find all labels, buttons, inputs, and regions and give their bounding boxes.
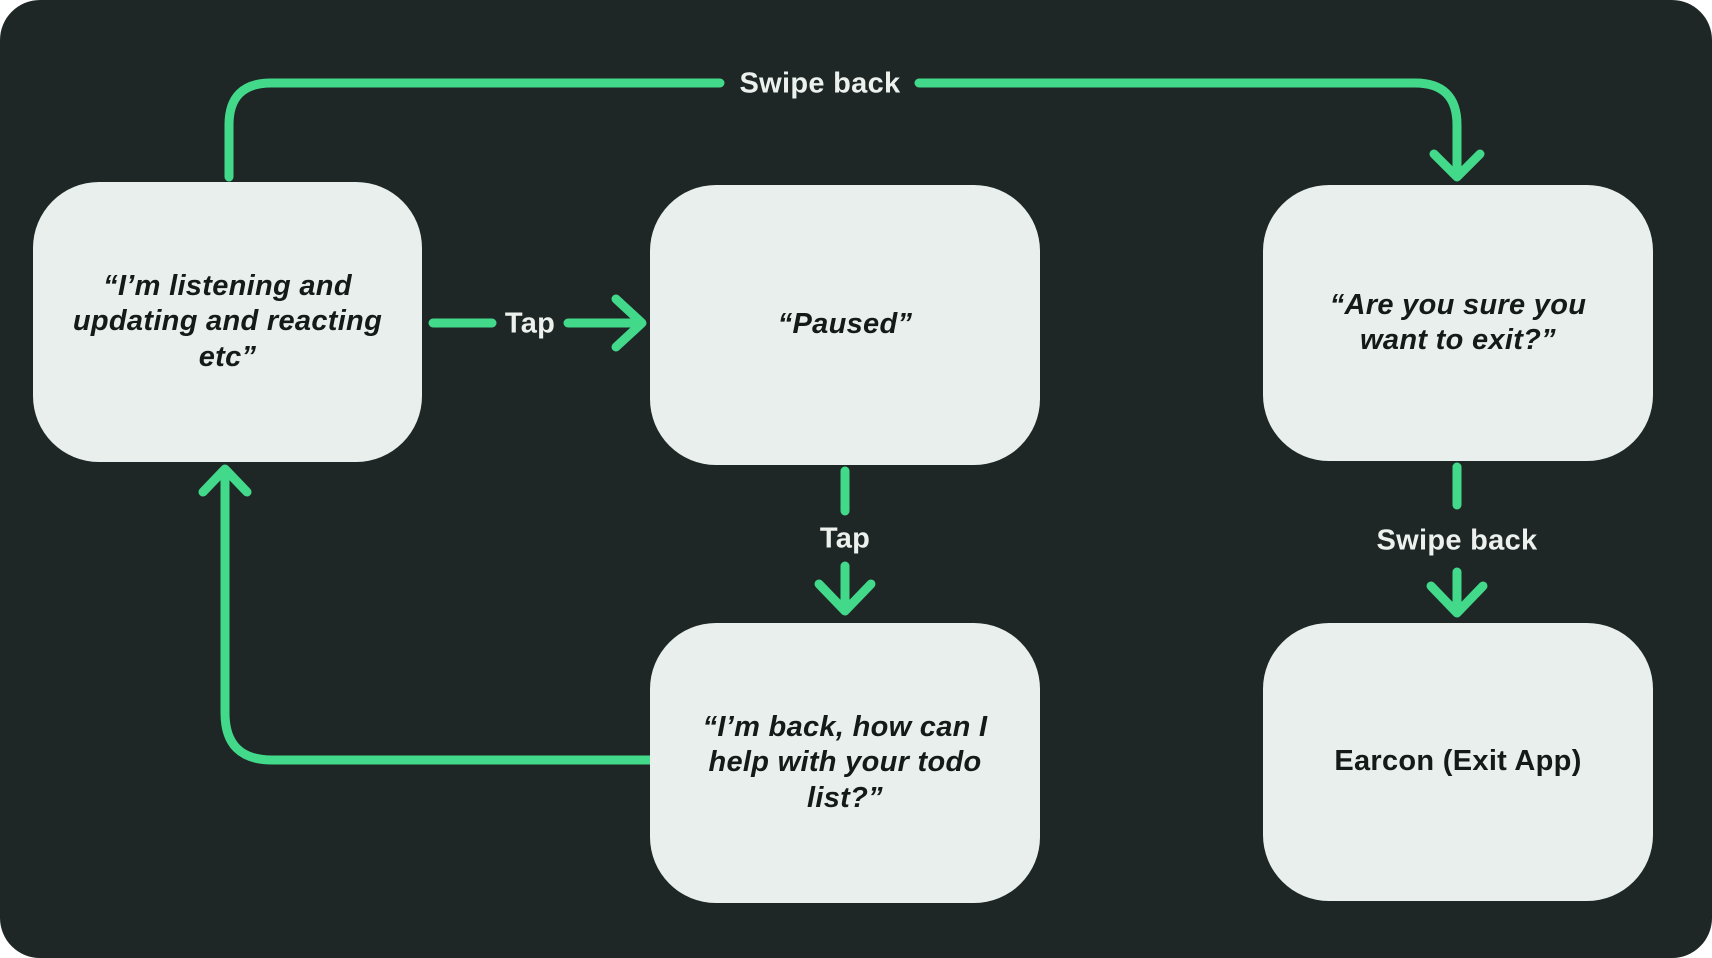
edge-swipe-back-top-segment-right	[914, 78, 1462, 177]
node-listening: “I’m listening and updating and reacting…	[33, 182, 422, 462]
edge-swipe-back-vertical-arrowhead-icon	[1426, 581, 1488, 618]
edge-label-tap-horizontal: Tap	[504, 307, 556, 340]
edge-tap-horizontal-arrowhead-icon	[611, 294, 647, 352]
node-earcon-exit-app: Earcon (Exit App)	[1263, 623, 1653, 901]
node-exit-confirm: “Are you sure you want to exit?”	[1263, 185, 1653, 461]
edge-label-tap-vertical: Tap	[819, 522, 871, 555]
edge-tap-vertical-arrowhead-icon	[814, 579, 876, 616]
edge-label-swipe-back-vertical: Swipe back	[1376, 524, 1538, 557]
edge-loop-return-arrowhead-icon	[198, 464, 252, 497]
node-paused: “Paused”	[650, 185, 1040, 465]
edge-swipe-back-top-arrowhead-icon	[1429, 149, 1485, 182]
edge-label-swipe-back-top: Swipe back	[739, 67, 901, 100]
edge-loop-return-line	[220, 466, 655, 765]
node-back-helping: “I’m back, how can I help with your todo…	[650, 623, 1040, 903]
edge-group	[198, 78, 1488, 765]
edge-swipe-back-top-segment-left	[224, 78, 725, 182]
